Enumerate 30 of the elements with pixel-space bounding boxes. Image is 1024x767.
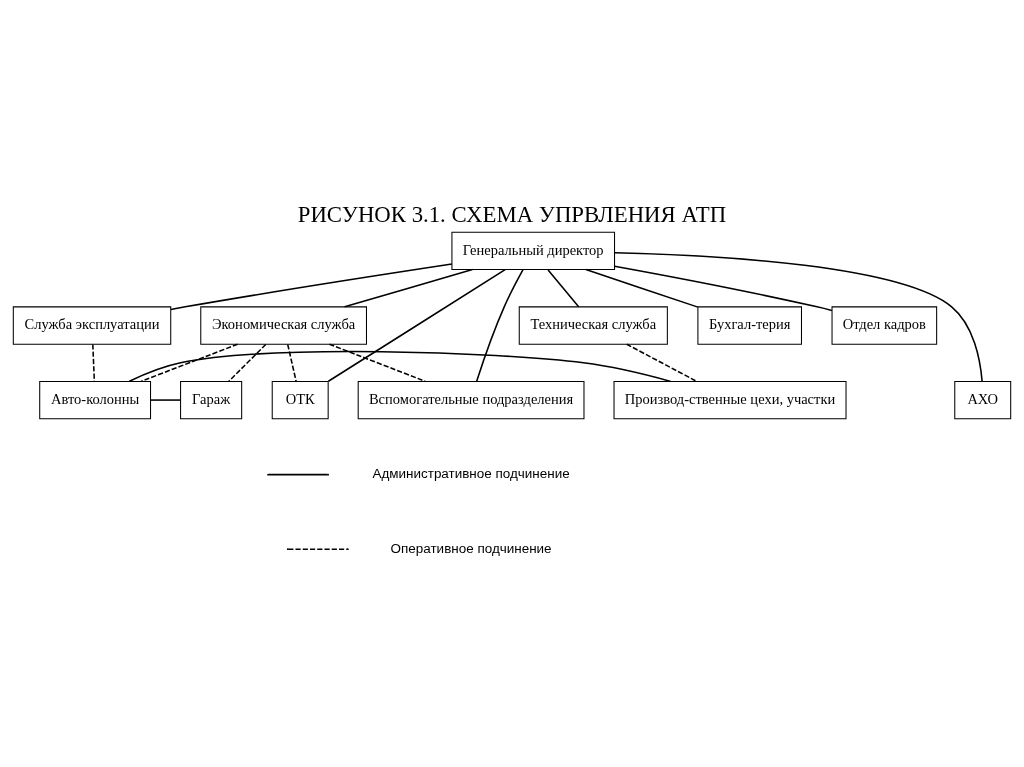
connector bbox=[625, 343, 698, 382]
connector bbox=[343, 268, 474, 308]
node-box: ОТК bbox=[271, 380, 329, 420]
node-box: Техническая служба bbox=[518, 306, 668, 345]
node-box: Гараж bbox=[180, 380, 243, 420]
node-box: Экономическая служба bbox=[200, 306, 367, 345]
diagram-title: РИСУНОК 3.1. СХЕМА УПРВЛЕНИЯ АТП bbox=[297, 201, 727, 227]
connector bbox=[228, 343, 267, 383]
legend-label: Оперативное подчинение bbox=[390, 540, 552, 556]
connector bbox=[547, 269, 580, 308]
node-box: Производ-ственные цехи, участки bbox=[613, 380, 847, 420]
connector bbox=[475, 269, 524, 383]
legend-label: Административное подчинение bbox=[372, 466, 570, 482]
node-box: Генеральный директор bbox=[451, 231, 616, 271]
connector bbox=[128, 350, 672, 383]
connector bbox=[170, 263, 453, 311]
connector bbox=[613, 265, 833, 312]
connector bbox=[614, 251, 983, 383]
connector bbox=[585, 268, 699, 308]
connector bbox=[286, 343, 297, 383]
node-box: АХО bbox=[954, 380, 1012, 420]
connector bbox=[140, 343, 239, 383]
connector bbox=[327, 268, 506, 382]
node-box: Вспомогательные подразделения bbox=[357, 380, 585, 420]
connector bbox=[150, 399, 182, 401]
node-box: Служба эксплуатации bbox=[12, 306, 172, 345]
node-box: Бухгал-терия bbox=[697, 306, 802, 345]
node-box: Авто-колонны bbox=[39, 380, 152, 420]
node-box: Отдел кадров bbox=[831, 306, 938, 345]
connector bbox=[328, 343, 427, 383]
